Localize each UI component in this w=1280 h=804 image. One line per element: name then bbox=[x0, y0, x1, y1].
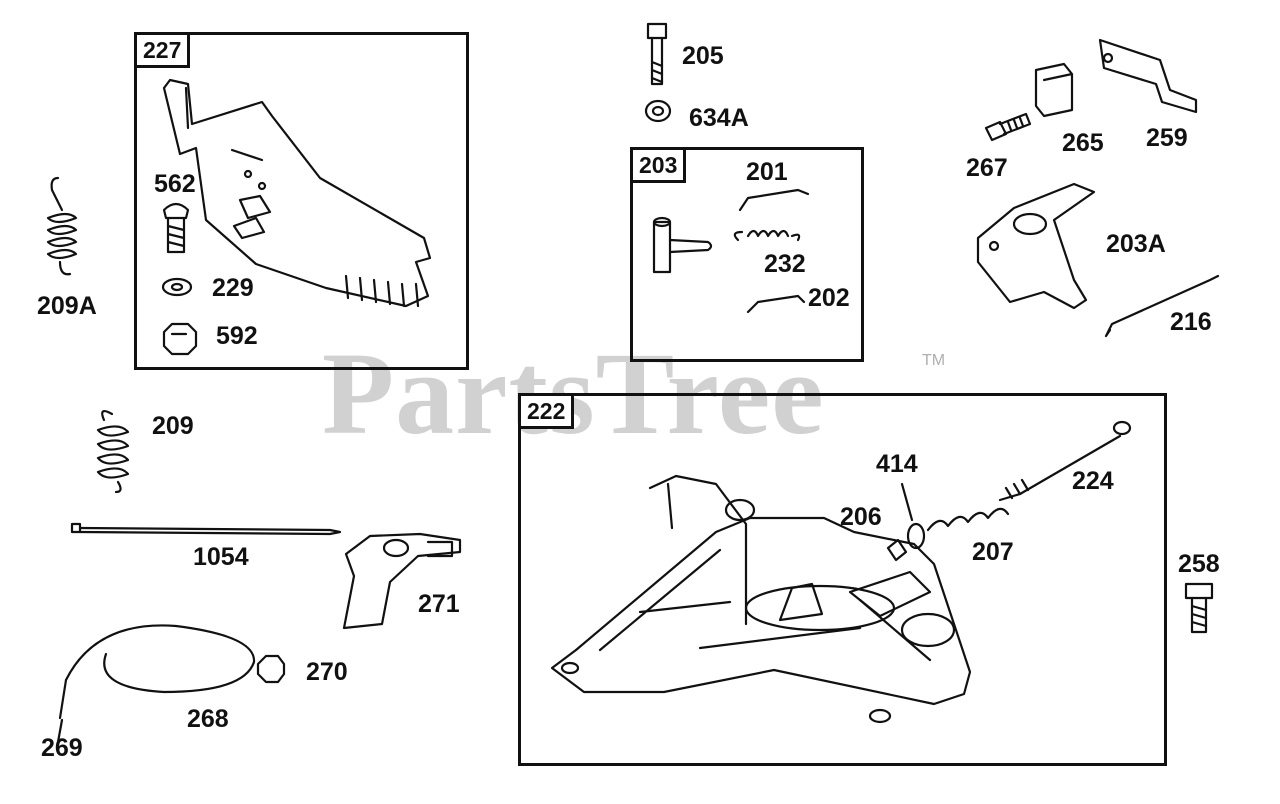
part-label-229: 229 bbox=[212, 274, 254, 302]
part-label-207: 207 bbox=[972, 538, 1014, 566]
part-label-1054: 1054 bbox=[193, 543, 249, 571]
part-label-209: 209 bbox=[152, 412, 194, 440]
lever-203a-icon bbox=[976, 182, 1096, 310]
washer-229-icon bbox=[161, 277, 193, 297]
group-box-222: 222 bbox=[518, 393, 1167, 766]
part-label-202: 202 bbox=[808, 284, 850, 312]
part-label-232: 232 bbox=[764, 250, 806, 278]
nut-592-icon bbox=[162, 322, 198, 356]
lever-271-icon bbox=[342, 532, 462, 630]
part-label-271: 271 bbox=[418, 590, 460, 618]
part-label-209a: 209A bbox=[37, 292, 97, 320]
screw-562-icon bbox=[162, 202, 190, 254]
cable-tie-1054-icon bbox=[70, 522, 342, 536]
part-label-562: 562 bbox=[154, 170, 196, 198]
part-label-224: 224 bbox=[1072, 467, 1114, 495]
lever-203-icon bbox=[652, 216, 713, 274]
group-box-227: 227 bbox=[134, 32, 469, 370]
screw-267-icon bbox=[984, 112, 1032, 142]
link-201-icon bbox=[738, 188, 810, 212]
spring-209-icon bbox=[96, 410, 130, 494]
governor-assembly-222-icon bbox=[550, 420, 1132, 724]
part-label-259: 259 bbox=[1146, 124, 1188, 152]
part-label-267: 267 bbox=[966, 154, 1008, 182]
group-tag-222: 222 bbox=[521, 396, 575, 429]
part-label-201: 201 bbox=[746, 158, 788, 186]
spring-232-icon bbox=[733, 229, 801, 242]
clip-265-icon bbox=[1034, 62, 1074, 118]
part-label-634a: 634A bbox=[689, 104, 749, 132]
group-box-203: 203 bbox=[630, 147, 864, 362]
leader-414 bbox=[900, 482, 914, 522]
governor-bracket-227-icon bbox=[162, 78, 432, 308]
part-label-414: 414 bbox=[876, 450, 918, 478]
spring-209a-icon bbox=[46, 176, 78, 276]
cable-268-icon bbox=[58, 624, 256, 720]
rod-216-icon bbox=[1104, 274, 1220, 338]
part-label-216: 216 bbox=[1170, 308, 1212, 336]
trademark-symbol: TM bbox=[922, 352, 946, 369]
part-label-269: 269 bbox=[41, 734, 83, 762]
nut-270-icon bbox=[256, 654, 286, 684]
part-label-205: 205 bbox=[682, 42, 724, 70]
part-label-592: 592 bbox=[216, 322, 258, 350]
group-tag-227: 227 bbox=[137, 35, 191, 68]
part-label-258: 258 bbox=[1178, 550, 1220, 578]
group-tag-203: 203 bbox=[633, 150, 687, 183]
part-label-265: 265 bbox=[1062, 129, 1104, 157]
bolt-205-icon bbox=[646, 22, 668, 86]
part-label-270: 270 bbox=[306, 658, 348, 686]
link-202-icon bbox=[746, 294, 806, 314]
part-label-203a: 203A bbox=[1106, 230, 1166, 258]
part-label-268: 268 bbox=[187, 705, 229, 733]
leader-269 bbox=[56, 718, 64, 744]
washer-634a-icon bbox=[644, 99, 672, 123]
part-label-206: 206 bbox=[840, 503, 882, 531]
bracket-259-icon bbox=[1098, 38, 1198, 114]
bolt-258-icon bbox=[1184, 582, 1214, 634]
